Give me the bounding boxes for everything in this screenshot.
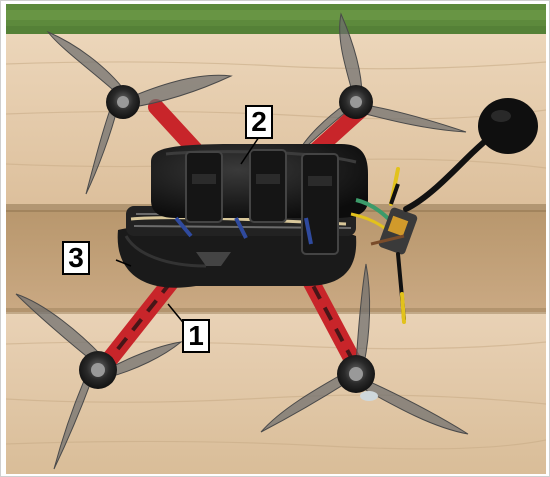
propeller-icon bbox=[15, 12, 469, 470]
motor-icon bbox=[79, 85, 378, 401]
electronics bbox=[350, 198, 418, 255]
antenna-icon bbox=[389, 98, 538, 324]
callout-label-2: 2 bbox=[245, 105, 273, 139]
wood-plank-bottom bbox=[6, 312, 546, 474]
top-battery bbox=[151, 144, 368, 255]
drone-photo bbox=[6, 4, 546, 474]
callout-label-3: 3 bbox=[62, 241, 90, 275]
callout-label-1: 1 bbox=[182, 319, 210, 353]
